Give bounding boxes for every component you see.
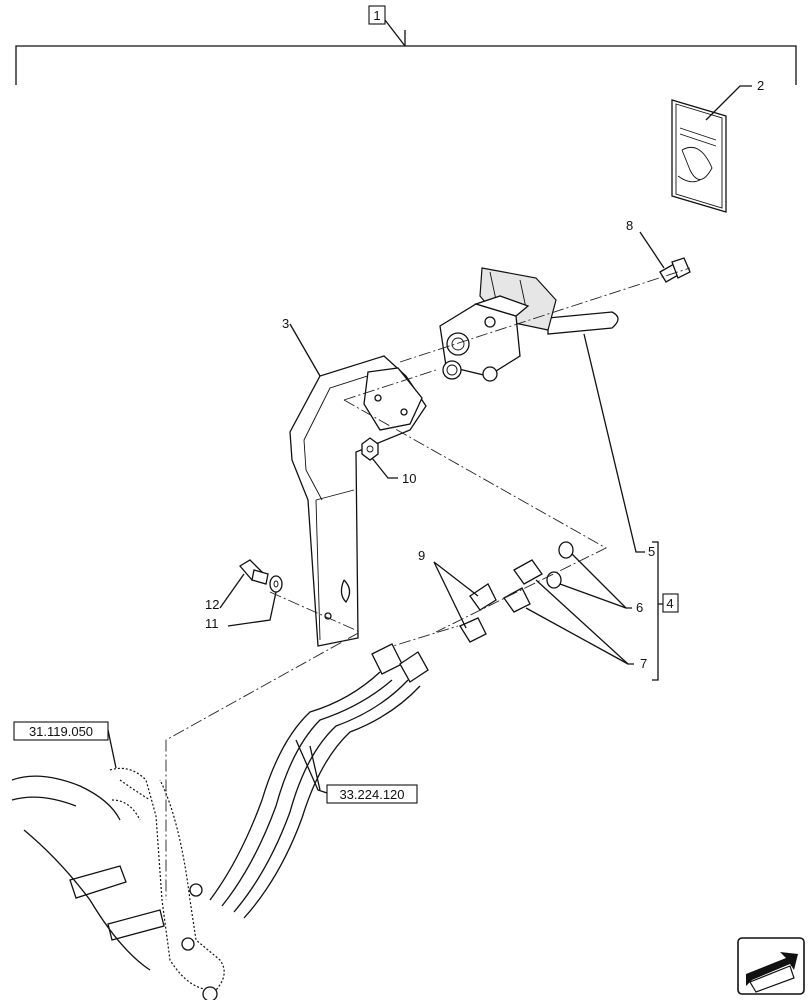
callout-8-label: 8 bbox=[626, 218, 633, 233]
assembly-number-label: 1 bbox=[373, 8, 380, 23]
callout-5-label: 5 bbox=[648, 544, 655, 559]
callout-11-label: 11 bbox=[205, 616, 219, 631]
hydraulic-valve: 5 bbox=[439, 267, 655, 559]
next-page-arrow-icon[interactable] bbox=[737, 937, 805, 995]
frame-reference-label: 31.119.050 bbox=[29, 724, 93, 739]
callout-4-label: 4 bbox=[666, 596, 673, 611]
callout-3-label: 3 bbox=[282, 316, 289, 331]
assembly-bracket: 1 bbox=[15, 5, 797, 85]
instruction-booklet-icon: 2 bbox=[671, 78, 764, 213]
screw-and-washer: 12 11 bbox=[205, 559, 283, 631]
nut-10: 10 bbox=[361, 437, 416, 486]
tractor-frame: 31.119.050 bbox=[11, 721, 225, 1002]
callout-9-label: 9 bbox=[418, 548, 425, 563]
hose-reference-label: 33.224.120 bbox=[339, 787, 404, 802]
fittings: 9 6 7 4 bbox=[418, 541, 679, 681]
callout-6-label: 6 bbox=[636, 600, 643, 615]
hydraulic-hoses: 33.224.120 bbox=[209, 643, 429, 919]
mounting-bracket: 3 bbox=[282, 316, 427, 647]
assembly-guide-lines bbox=[165, 267, 691, 900]
bolt-8: 8 bbox=[626, 218, 691, 283]
callout-7-label: 7 bbox=[640, 656, 647, 671]
callout-10-label: 10 bbox=[402, 471, 416, 486]
callout-2-label: 2 bbox=[757, 78, 764, 93]
callout-12-label: 12 bbox=[205, 597, 219, 612]
